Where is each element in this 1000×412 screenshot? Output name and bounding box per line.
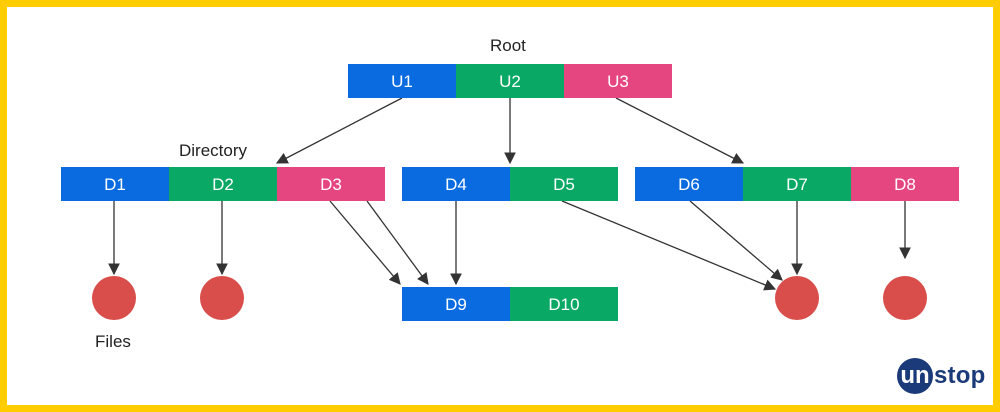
- cell-u1-box: [348, 64, 456, 98]
- file-node-d8: [883, 276, 927, 320]
- cell-d1-box: [61, 167, 169, 201]
- cell-d3-box: [277, 167, 385, 201]
- cell-d10-label: D10: [548, 295, 579, 314]
- cell-u2-box: [456, 64, 564, 98]
- row-d-bottom: D9 D10: [402, 287, 618, 321]
- arrow-d5-to-file: [561, 200, 777, 291]
- file-node-d1: [92, 276, 136, 320]
- arrows-layer: [108, 97, 911, 291]
- arrow-d6-to-file: [689, 200, 783, 281]
- root-label: Root: [490, 36, 526, 55]
- cell-u1-label: U1: [391, 72, 413, 91]
- cell-d10-box: [510, 287, 618, 321]
- cell-d4-label: D4: [445, 175, 467, 194]
- row-d-left: D1 D2 D3: [61, 167, 385, 201]
- cell-d3-label: D3: [320, 175, 342, 194]
- cell-d8-label: D8: [894, 175, 916, 194]
- arrow-d3-to-d9-b: [366, 200, 429, 285]
- directory-label: Directory: [179, 141, 248, 160]
- file-nodes-layer: [92, 276, 927, 320]
- cell-d2-box: [169, 167, 277, 201]
- cell-d1-label: D1: [104, 175, 126, 194]
- row-d-right: D6 D7 D8: [635, 167, 959, 201]
- logo-text: stop: [934, 362, 986, 389]
- row-d-mid: D4 D5: [402, 167, 618, 201]
- files-label: Files: [95, 332, 131, 351]
- cell-d7-box: [743, 167, 851, 201]
- cell-d6-box: [635, 167, 743, 201]
- row-root: U1 U2 U3: [348, 64, 672, 98]
- file-node-d2: [200, 276, 244, 320]
- logo-mark: un: [897, 358, 933, 394]
- cell-d7-label: D7: [786, 175, 808, 194]
- cell-d6-label: D6: [678, 175, 700, 194]
- cell-d5-box: [510, 167, 618, 201]
- cell-d8-box: [851, 167, 959, 201]
- arrow-d3-to-d9-a: [329, 200, 401, 285]
- cell-u2-label: U2: [499, 72, 521, 91]
- cell-u3-label: U3: [607, 72, 629, 91]
- cell-d9-label: D9: [445, 295, 467, 314]
- unstop-logo: un stop: [897, 356, 985, 396]
- arrow-u1-to-d-left: [275, 97, 403, 164]
- cell-u3-box: [564, 64, 672, 98]
- cell-d5-label: D5: [553, 175, 575, 194]
- arrow-u3-to-d6: [615, 97, 745, 164]
- cell-d2-label: D2: [212, 175, 234, 194]
- cell-d9-box: [402, 287, 510, 321]
- file-node-shared: [775, 276, 819, 320]
- cell-d4-box: [402, 167, 510, 201]
